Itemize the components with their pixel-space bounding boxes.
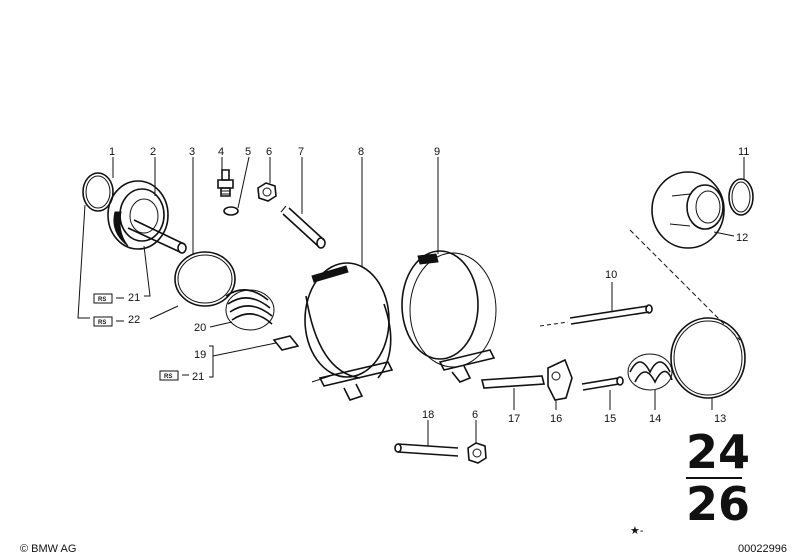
part-1-o-ring: [82, 172, 114, 212]
group-number-bottom: 26: [686, 477, 750, 531]
callout-14: 14: [649, 413, 661, 425]
rs-badge-3: RS: [159, 370, 189, 381]
leader-lines: [77, 156, 745, 446]
callout-5: 5: [245, 146, 251, 158]
callout-8: 8: [358, 146, 364, 158]
part-6-nut-bottom: [467, 442, 487, 464]
callout-17: 17: [508, 413, 520, 425]
callout-15: 15: [604, 413, 616, 425]
part-13-seal-ring: [670, 317, 746, 399]
callout-21-top: 21: [128, 292, 140, 304]
part-3-seal-ring: [174, 251, 236, 307]
group-number: 24 26: [686, 425, 750, 531]
callout-20: 20: [194, 322, 206, 334]
part-18-pin: [394, 443, 459, 457]
part-10-rod: [539, 304, 653, 327]
callout-3: 3: [189, 146, 195, 158]
part-5-washer: [223, 206, 239, 216]
part-17-strut: [480, 375, 546, 389]
image-number: 00022996: [738, 543, 787, 555]
callout-21-bottom: 21: [192, 371, 204, 383]
callout-6-bottom: 6: [472, 409, 478, 421]
callout-18: 18: [422, 409, 434, 421]
callout-9: 9: [434, 146, 440, 158]
part-14-spring: [627, 353, 673, 391]
callout-16: 16: [550, 413, 562, 425]
callout-7: 7: [298, 146, 304, 158]
part-11-ring: [728, 178, 754, 216]
part-16-lever: [547, 358, 573, 401]
part-9-brake-band: [401, 250, 497, 383]
part-2-piston: [107, 180, 187, 254]
part-7-pin: [280, 205, 326, 249]
callout-10: 10: [605, 269, 617, 281]
part-8-brake-band: [304, 262, 394, 401]
svg-text:RS: RS: [98, 297, 106, 303]
callout-11: 11: [738, 146, 749, 158]
svg-text:RS: RS: [164, 374, 172, 380]
callout-6-top: 6: [266, 146, 272, 158]
callout-2: 2: [150, 146, 156, 158]
svg-text:RS: RS: [98, 320, 106, 326]
copyright-label: © BMW AG: [20, 543, 76, 555]
callout-13: 13: [714, 413, 726, 425]
callout-4: 4: [218, 146, 224, 158]
part-4-screw: [217, 169, 234, 197]
callout-19: 19: [194, 349, 206, 361]
rs-badge-1: RS: [93, 293, 124, 304]
rs-badge-2: RS: [93, 316, 124, 327]
callout-labels: 1 2 3 4 5 6 7 8 9 10 11 12 13 14 15 16 1…: [109, 146, 749, 425]
callout-22: 22: [128, 314, 140, 326]
group-number-top: 24: [686, 425, 750, 479]
callout-1: 1: [109, 146, 115, 158]
part-12-cover: [629, 171, 741, 341]
part-20-spring: [225, 289, 275, 331]
part-15-pin: [581, 376, 624, 391]
callout-12: 12: [736, 232, 748, 244]
part-6-nut-top: [257, 182, 277, 202]
marker-symbol: ★-: [630, 525, 644, 537]
part-19-clip: [272, 335, 300, 351]
